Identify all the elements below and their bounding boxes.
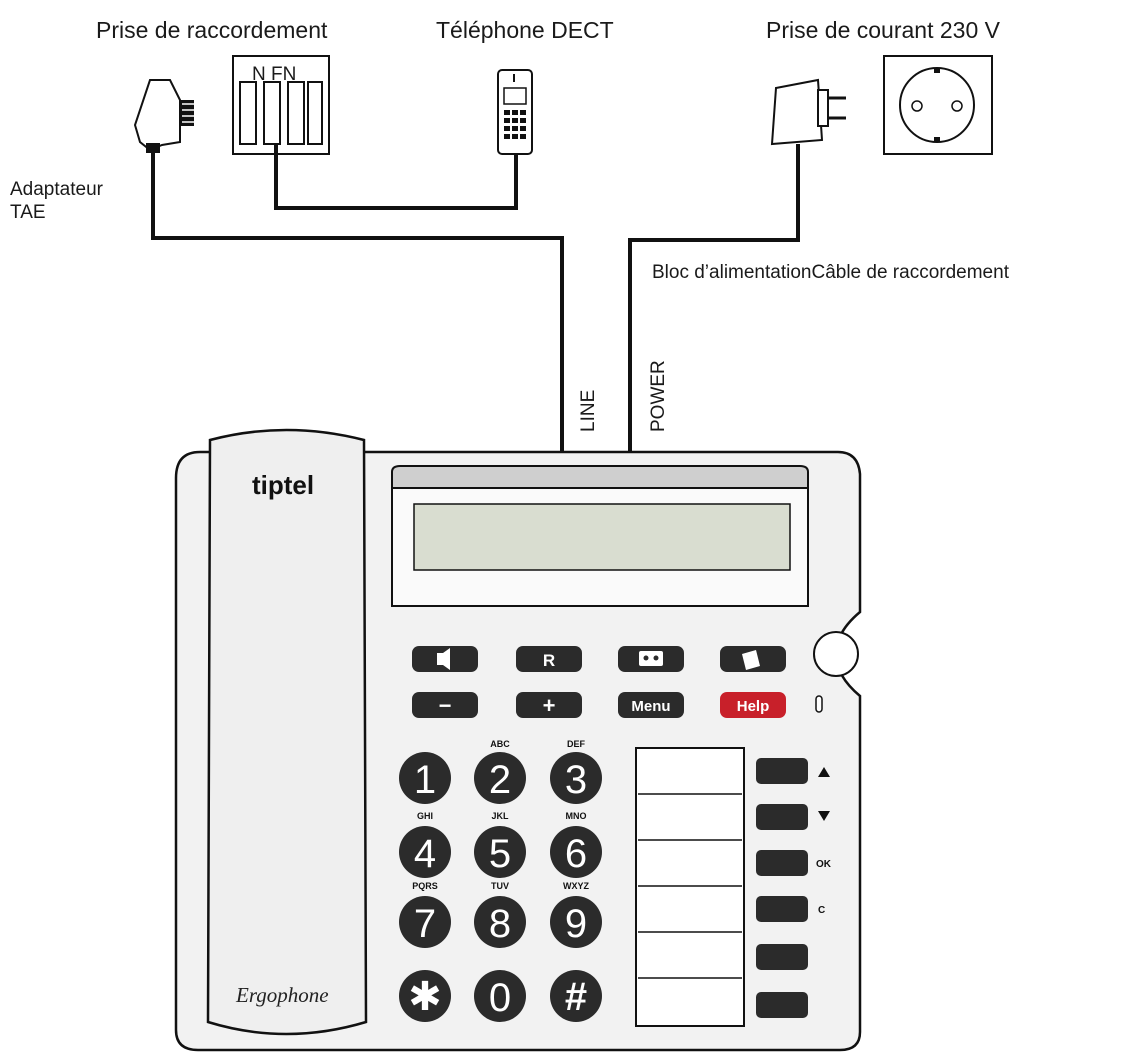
key-3[interactable]: DEF 3 (550, 739, 602, 804)
key-hash[interactable]: # (550, 970, 602, 1022)
key-3-digit: 3 (565, 758, 587, 802)
keypad: 1 ABC 2 DEF 3 GHI 4 JKL 5 (399, 739, 602, 1022)
key-9-letters: WXYZ (563, 881, 590, 891)
volume-down-button[interactable]: − (412, 692, 478, 718)
volume-up-label: + (543, 693, 556, 718)
phonebook-icon (742, 650, 760, 670)
key-5-digit: 5 (489, 832, 511, 876)
label-power-outlet: Prise de courant 230 V (766, 17, 1001, 43)
side-key-5[interactable] (756, 944, 808, 970)
key-5-letters: JKL (491, 811, 509, 821)
key-0-digit: 0 (489, 976, 511, 1020)
key-star[interactable]: ✱ (399, 970, 451, 1022)
r-button-label: R (543, 651, 555, 670)
key-5[interactable]: JKL 5 (474, 811, 526, 878)
side-key-down[interactable] (756, 804, 830, 830)
key-6[interactable]: MNO 6 (550, 811, 602, 878)
help-button[interactable]: Help (720, 692, 786, 718)
key-8-letters: TUV (491, 881, 509, 891)
dect-phone-icon (497, 69, 533, 155)
help-button-label: Help (737, 698, 770, 715)
key-1[interactable]: 1 (399, 752, 451, 804)
key-7-digit: 7 (414, 902, 436, 946)
tape-icon (639, 651, 663, 666)
line-cable (151, 152, 564, 460)
key-3-letters: DEF (567, 739, 586, 749)
side-key-6[interactable] (756, 992, 808, 1018)
handset (206, 428, 368, 1036)
key-9-digit: 9 (565, 902, 587, 946)
label-dect-phone: Téléphone DECT (436, 17, 614, 43)
dect-cable (274, 144, 518, 210)
key-8-digit: 8 (489, 902, 511, 946)
key-1-digit: 1 (414, 758, 436, 802)
key-4-letters: GHI (417, 811, 433, 821)
label-tae-adapter-line1: Adaptateur (10, 179, 104, 200)
arrow-up-icon (818, 767, 830, 777)
label-tae-adapter-line2: TAE (10, 202, 46, 223)
key-hash-glyph: # (565, 975, 587, 1019)
answering-machine-button[interactable] (618, 646, 684, 672)
label-power: POWER (648, 360, 669, 432)
power-cable (628, 144, 800, 460)
key-7-letters: PQRS (412, 881, 438, 891)
r-button[interactable]: R (516, 646, 582, 672)
brand-logo: tiptel (252, 470, 314, 500)
phonebook-button[interactable] (720, 646, 786, 672)
power-outlet-icon (883, 55, 993, 155)
key-0[interactable]: 0 (474, 970, 526, 1022)
side-key-ok[interactable]: OK (756, 850, 832, 876)
status-led (815, 695, 823, 713)
side-key-c[interactable]: C (756, 896, 825, 922)
speaker-button[interactable] (412, 646, 478, 672)
key-2-letters: ABC (490, 739, 510, 749)
key-2[interactable]: ABC 2 (474, 739, 526, 804)
key-6-letters: MNO (566, 811, 587, 821)
speaker-icon (437, 648, 450, 670)
indicator-lamp (813, 631, 859, 677)
side-key-c-label: C (818, 905, 825, 916)
socket-pin-labels: N FN (252, 64, 296, 85)
power-supply-icon (770, 78, 846, 146)
connection-socket-icon: N FN (232, 55, 330, 155)
key-2-digit: 2 (489, 758, 511, 802)
volume-up-button[interactable]: + (516, 692, 582, 718)
key-8[interactable]: TUV 8 (474, 881, 526, 948)
key-4-digit: 4 (414, 832, 436, 876)
speed-dial-label-card (635, 747, 745, 1027)
key-4[interactable]: GHI 4 (399, 811, 451, 878)
tiptel-ergophone: tiptel Ergophone R − (174, 428, 862, 1052)
key-7[interactable]: PQRS 7 (399, 881, 451, 948)
volume-down-label: − (439, 693, 452, 718)
tae-adapter-icon (133, 79, 194, 153)
side-key-ok-label: OK (816, 859, 832, 870)
label-line: LINE (578, 390, 599, 432)
key-star-glyph: ✱ (408, 975, 442, 1019)
key-6-digit: 6 (565, 832, 587, 876)
side-key-up[interactable] (756, 758, 830, 784)
menu-button[interactable]: Menu (618, 692, 684, 718)
key-9[interactable]: WXYZ 9 (550, 881, 602, 948)
arrow-down-icon (818, 811, 830, 821)
menu-button-label: Menu (631, 698, 670, 715)
label-connection-socket: Prise de raccordement (96, 17, 328, 43)
label-power-supply-and-cable: Bloc d’alimentationCâble de raccordement (652, 262, 1010, 283)
lcd-display (413, 503, 791, 571)
model-name: Ergophone (235, 983, 329, 1007)
